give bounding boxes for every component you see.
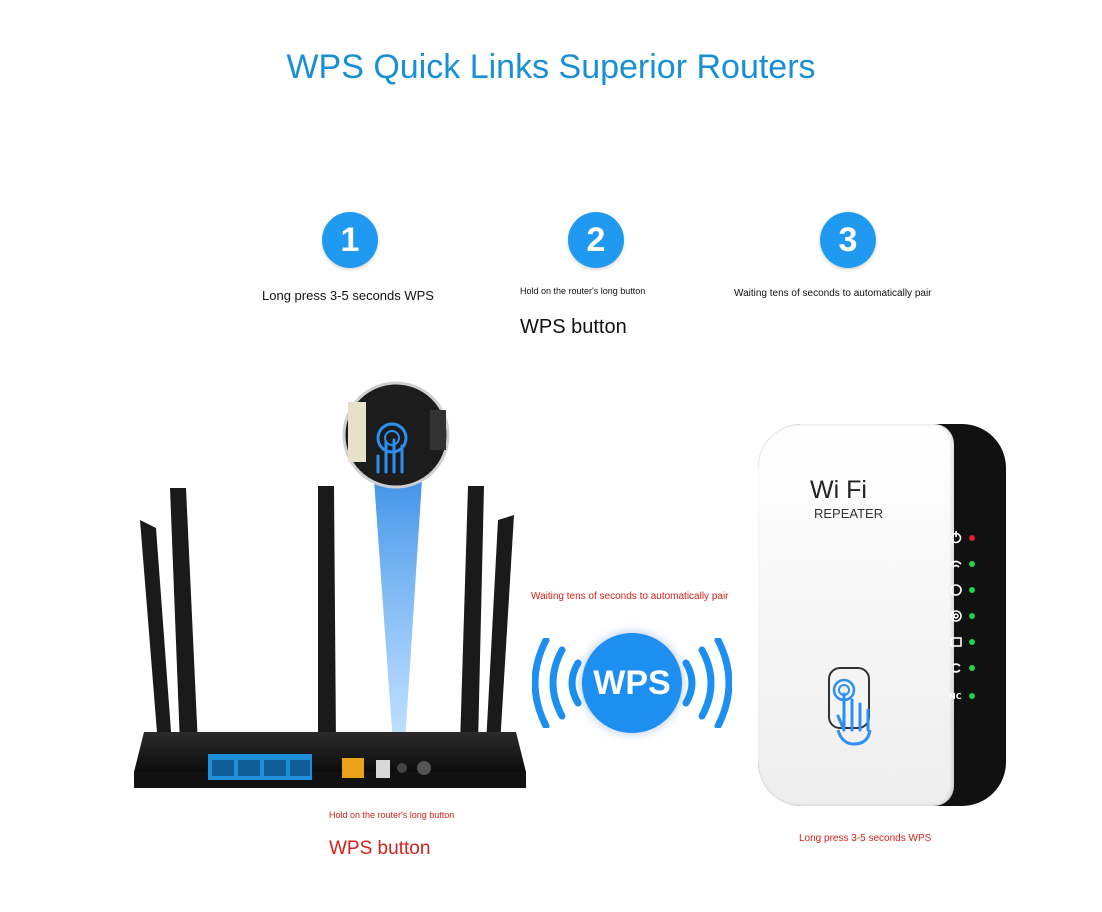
power-jack [417, 761, 431, 775]
status-leds: NC [949, 531, 975, 701]
router-body [134, 732, 526, 772]
hand-icon [376, 422, 408, 454]
wifi-24g-icon [950, 560, 962, 565]
step-1-caption: Long press 3-5 seconds WPS [262, 288, 434, 303]
internet-icon [950, 584, 962, 596]
wps-badge: WPS [582, 633, 682, 733]
usb-port [376, 760, 390, 778]
router-caption: Hold on the router's long button [329, 810, 455, 820]
step-2-badge: 2 [568, 212, 624, 268]
router-wps-button-label: WPS button [329, 838, 431, 859]
pair-caption: Waiting tens of seconds to automatically… [531, 591, 729, 602]
lan-icon [950, 637, 962, 647]
wps-button [397, 763, 407, 773]
press-beam [374, 480, 422, 758]
repeater-device: Wi Fi REPEATER NC [758, 424, 1006, 806]
repeater-brand: Wi Fi [810, 476, 867, 504]
wps-ring-icon [950, 610, 962, 622]
router-antennas [140, 486, 514, 745]
router-illustration [134, 381, 526, 788]
step-3-caption: Waiting tens of seconds to automatically… [734, 288, 932, 299]
step-1-badge: 1 [322, 212, 378, 268]
wps-zoom-circle [342, 381, 450, 489]
repeater-caption: Long press 3-5 seconds WPS [799, 833, 932, 844]
step-2-caption-button: WPS button [520, 316, 627, 338]
hand-press-icon [832, 678, 872, 746]
page-title: WPS Quick Links Superior Routers [286, 48, 816, 86]
wan-port [342, 758, 364, 778]
signal-waves [532, 638, 732, 728]
step-2-caption: Hold on the router's long button [520, 286, 646, 296]
sync-icon [951, 663, 961, 673]
repeater-model: REPEATER [814, 506, 884, 521]
nc-label: NC [949, 692, 962, 701]
step-3-badge: 3 [820, 212, 876, 268]
